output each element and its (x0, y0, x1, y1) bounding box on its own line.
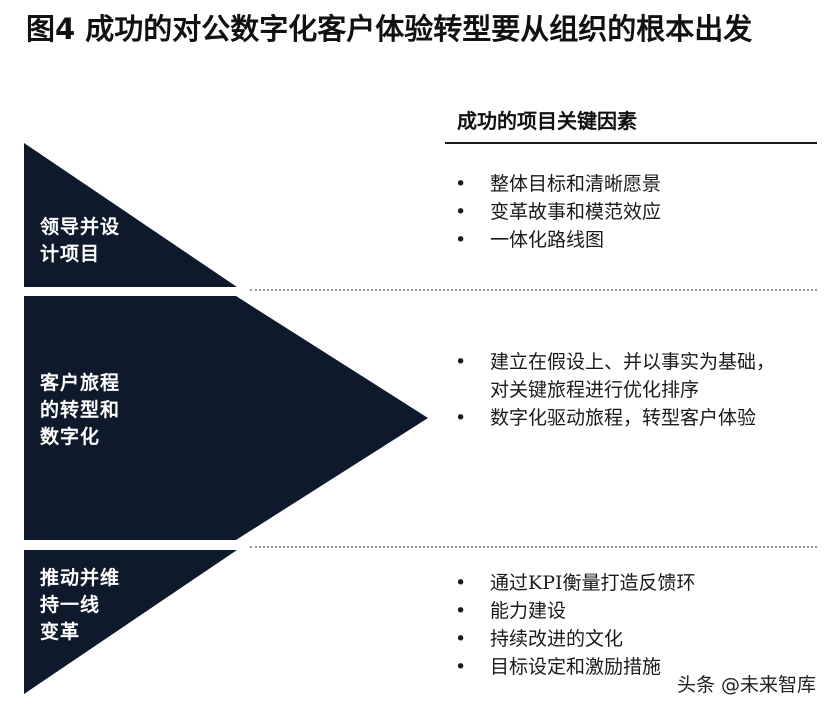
stage-3-label: 推动并维 持一线 变革 (40, 565, 120, 646)
stage-2-label-line-2: 的转型和 (40, 399, 121, 421)
factor-item: 能力建设 (455, 597, 795, 625)
factor-item: 目标设定和激励措施 (455, 653, 795, 681)
factor-item: 整体目标和清晰愿景 (455, 170, 785, 198)
stage-1-label-line-1: 领导并设 (40, 216, 121, 238)
stage-1-label-line-2: 计项目 (40, 243, 101, 265)
stage-3-label-line-2: 持一线 (40, 594, 101, 616)
watermark: 头条 @未来智库 (676, 670, 816, 697)
factor-item: 通过KPI衡量打造反馈环 (455, 569, 795, 597)
stage-2-label: 客户旅程 的转型和 数字化 (40, 370, 120, 451)
figure-title: 图4 成功的对公数字化客户体验转型要从组织的根本出发 (26, 12, 753, 46)
factor-item: 数字化驱动旅程，转型客户体验 (455, 404, 775, 432)
stage-1-factors: 整体目标和清晰愿景 变革故事和模范效应 一体化路线图 (455, 170, 785, 254)
stage-2-shape (24, 296, 428, 540)
factor-item: 持续改进的文化 (455, 625, 795, 653)
stage-2-label-line-3: 数字化 (40, 426, 101, 448)
stage-3-label-line-3: 变革 (40, 621, 81, 643)
stage-3-shape (24, 550, 237, 694)
stage-1-label: 领导并设 计项目 (40, 214, 120, 268)
stage-1-shape (24, 143, 237, 287)
factor-item: 变革故事和模范效应 (455, 198, 785, 226)
factor-item: 一体化路线图 (455, 226, 785, 254)
stage-2-factors: 建立在假设上、并以事实为基础，对关键旅程进行优化排序 数字化驱动旅程，转型客户体… (455, 348, 775, 432)
column-heading: 成功的项目关键因素 (457, 109, 637, 133)
heading-rule (445, 142, 817, 144)
stage-3-label-line-1: 推动并维 (40, 567, 121, 589)
section-divider (250, 546, 817, 548)
stage-2-label-line-1: 客户旅程 (40, 372, 121, 394)
section-divider (250, 289, 817, 291)
stage-3-factors: 通过KPI衡量打造反馈环 能力建设 持续改进的文化 目标设定和激励措施 (455, 569, 795, 681)
factor-item: 建立在假设上、并以事实为基础，对关键旅程进行优化排序 (455, 348, 775, 404)
